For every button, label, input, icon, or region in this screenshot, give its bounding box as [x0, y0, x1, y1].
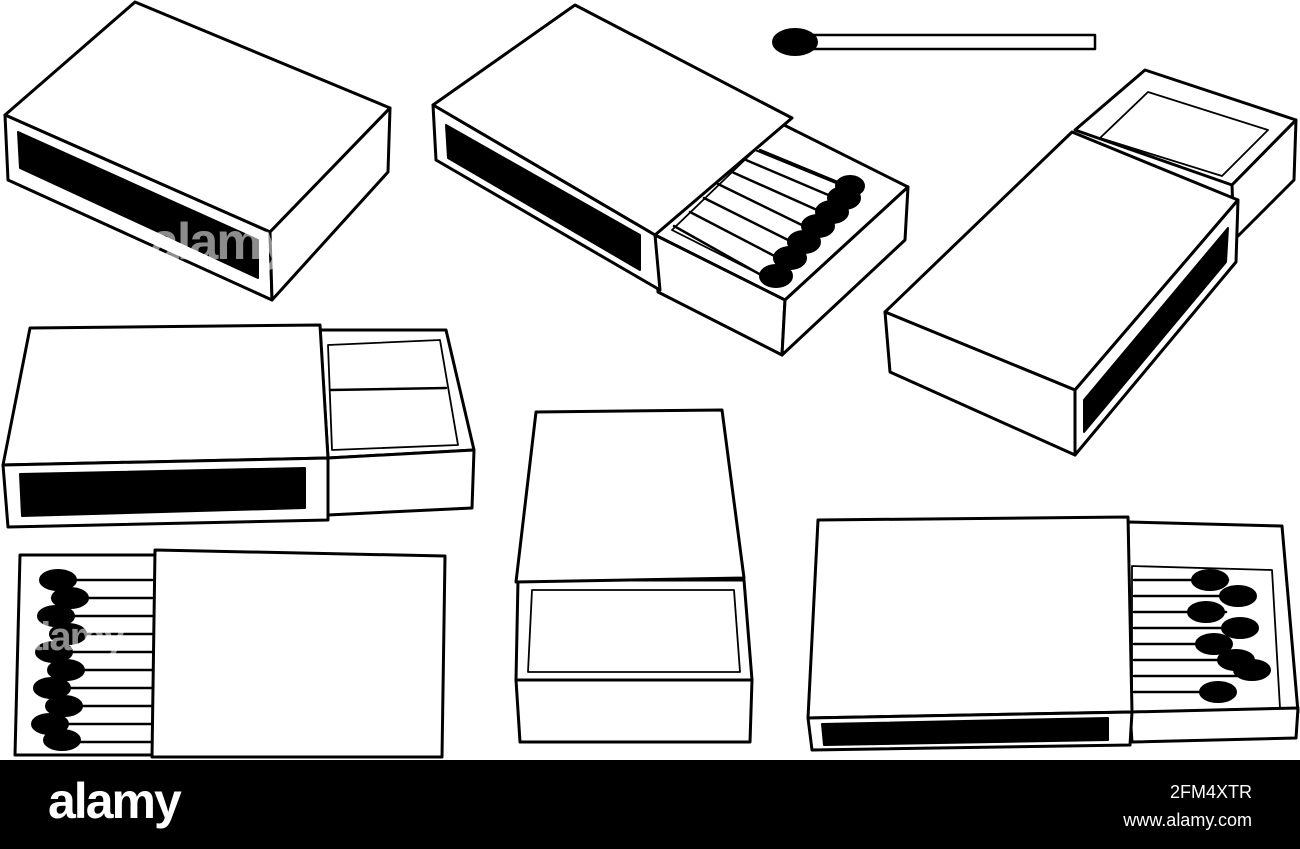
- matches-bundle: [31, 569, 154, 751]
- image-id: 2FM4XTR: [1169, 782, 1252, 802]
- match-head: [772, 28, 818, 56]
- matchbox-open-empty-top-right: [883, 68, 1298, 457]
- single-match: [772, 28, 1097, 56]
- matchbox-open-with-matches-bottom-left: [13, 548, 447, 759]
- matches-bundle: [671, 148, 865, 288]
- matchbox-open-with-matches-top: [431, 3, 910, 357]
- matches-bundle: [1132, 569, 1271, 703]
- striker-strip: [445, 124, 641, 271]
- matchbox-open-with-matches-bottom-right: [806, 515, 1300, 752]
- matchbox-closed-top-left: [3, 0, 392, 302]
- striker-strip: [1083, 227, 1229, 433]
- footer-bar: alamy 2FM4XTR www.alamy.com: [0, 760, 1300, 849]
- striker-strip: [17, 131, 259, 279]
- matchbox-open-empty-middle-left: [1, 323, 476, 529]
- matchbox-illustration: [1, 0, 1300, 759]
- alamy-logo: alamy: [48, 773, 182, 829]
- watermark: alamy: [20, 615, 125, 659]
- striker-strip: [821, 717, 1109, 746]
- matchbox-open-empty-bottom-center: [514, 408, 754, 744]
- striker-strip: [19, 467, 306, 517]
- site-url[interactable]: www.alamy.com: [1123, 810, 1252, 830]
- watermark: alamy: [150, 213, 289, 271]
